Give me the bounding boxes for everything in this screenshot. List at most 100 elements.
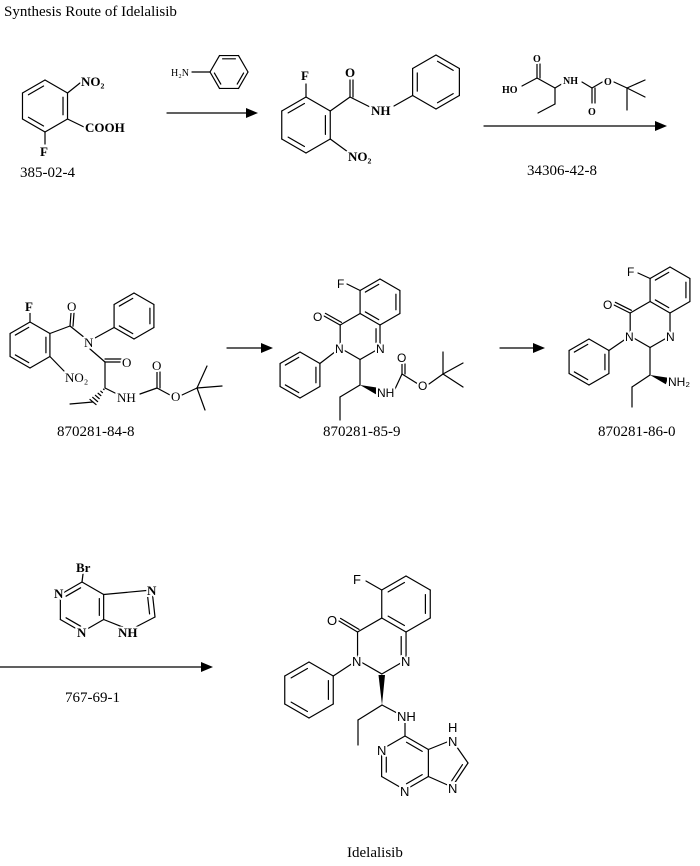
bond [94, 326, 115, 339]
atom-label: H [448, 720, 457, 735]
wedge-bond [360, 385, 379, 395]
reagent-aniline: H₂N [169, 66, 191, 81]
cas-label: 870281-85-9 [323, 424, 401, 440]
bond [66, 118, 85, 128]
bond [100, 390, 104, 394]
bond [305, 138, 331, 154]
atom-label: O [327, 613, 337, 628]
atom-label: N [77, 625, 87, 640]
atom-label: N [401, 654, 410, 669]
bond [581, 81, 593, 89]
bond [364, 283, 380, 293]
atom-label: NH [563, 76, 578, 87]
bond [329, 96, 351, 112]
compound-870281-84-8: F O N O NH O O NO₂ 870281-84-8 [23, 297, 182, 442]
bond [412, 54, 437, 70]
bond [404, 735, 429, 751]
bond [442, 362, 464, 375]
bonds-layer [0, 54, 691, 791]
bond [649, 266, 671, 280]
bond [405, 774, 423, 785]
bond [394, 373, 403, 390]
bond [427, 775, 453, 788]
atom-label: F [337, 277, 344, 291]
atom-label: F [627, 265, 634, 279]
atom-label: O [171, 389, 180, 404]
bond [442, 373, 464, 388]
bond [181, 387, 198, 396]
cas-label: 767-69-1 [65, 690, 120, 706]
atom-label: O [397, 351, 406, 365]
bond [387, 615, 406, 627]
bond [356, 659, 383, 675]
bond [14, 326, 30, 336]
bond [21, 79, 46, 94]
bond [236, 72, 245, 85]
bond [324, 312, 343, 323]
atom-label: NO₂ [348, 149, 372, 164]
bond [284, 356, 300, 366]
bond [521, 77, 538, 87]
bond [81, 573, 84, 583]
bond [359, 278, 381, 292]
atom-label: O [345, 65, 355, 80]
bond [92, 396, 99, 403]
bond [428, 373, 444, 385]
atom-label: N [448, 781, 457, 796]
atom-label: COOH [85, 120, 125, 135]
bond [133, 326, 155, 340]
bond [381, 617, 407, 633]
bond [412, 94, 437, 110]
bond [381, 704, 398, 714]
cas-label: 34306-42-8 [527, 163, 597, 179]
bond [329, 138, 349, 153]
bond [209, 54, 221, 73]
atom-label: O [152, 358, 161, 373]
bond [427, 739, 453, 751]
bond [405, 741, 423, 752]
bond [649, 335, 671, 349]
bond [405, 617, 431, 633]
bond [631, 374, 651, 388]
atom-label: N [400, 784, 409, 799]
bond [27, 116, 45, 127]
cas-label: 385-02-4 [20, 165, 75, 181]
bond [339, 312, 361, 326]
atom-label: NH₂ [668, 375, 690, 389]
bond [359, 312, 381, 326]
compound-870281-85-9: F O N N NH O O 870281-85-9 [311, 275, 429, 442]
cas-label: 870281-86-0 [598, 424, 676, 440]
bond [44, 118, 69, 133]
compound-385-02-4: NO₂ COOH F 385-02-4 [18, 72, 127, 183]
atom-label: Br [76, 560, 91, 575]
bond [669, 266, 691, 280]
atom-label: O [533, 54, 541, 65]
page-title: Synthesis Route of Idelalisib [4, 4, 177, 20]
bond [290, 667, 309, 679]
compound-name: Idelalisib [347, 845, 403, 861]
bond [59, 618, 83, 633]
bond [435, 94, 460, 110]
bond [103, 618, 131, 631]
bond [588, 338, 610, 352]
atom-label: O [604, 77, 612, 88]
bond [139, 387, 158, 395]
bond [568, 372, 590, 386]
bond [357, 704, 383, 721]
bond [349, 96, 371, 108]
atom-label: N [335, 342, 344, 356]
atom-label: N [376, 342, 385, 356]
bond [89, 348, 106, 363]
compound-870281-86-0: F O N N NH₂ 870281-86-0 [596, 263, 692, 442]
bond [305, 96, 331, 112]
bond [381, 775, 406, 791]
bond [299, 385, 321, 399]
bond [284, 661, 310, 677]
bond [29, 355, 51, 369]
bond [44, 79, 69, 94]
bond [588, 372, 610, 386]
bond [308, 703, 334, 719]
bond [146, 595, 151, 615]
bond [356, 617, 383, 633]
